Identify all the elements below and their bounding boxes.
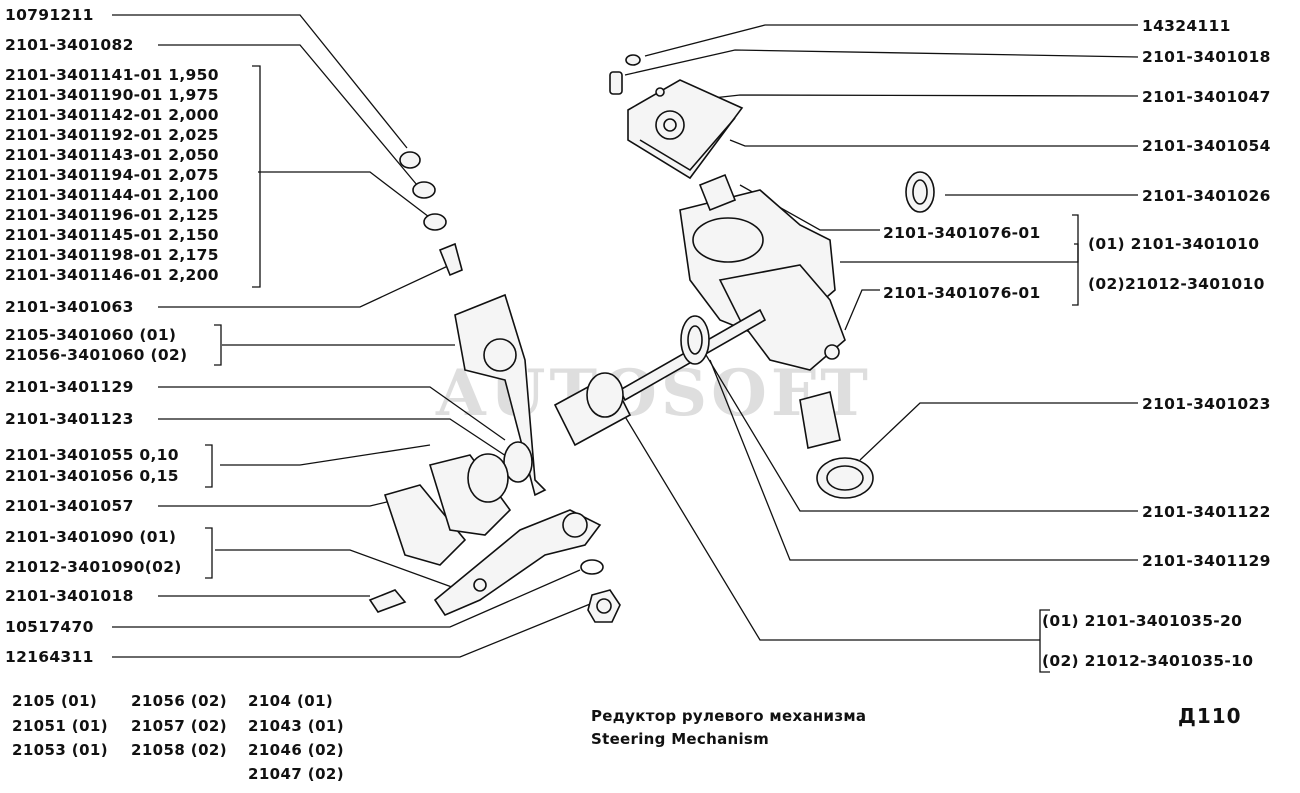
label-2101-3401023: 2101-3401023 — [1142, 395, 1271, 413]
applicability-cell: 21056 (02) — [131, 692, 227, 710]
label-shim-2150: 2101-3401145-01 2,150 — [5, 226, 219, 244]
label-2101-3401076-01-b: 2101-3401076-01 — [883, 284, 1041, 302]
applicability-cell: 21046 (02) — [248, 741, 344, 759]
label-housing-01: (01) 2101-3401010 — [1088, 235, 1260, 253]
label-2101-3401129-right: 2101-3401129 — [1142, 552, 1271, 570]
label-shim-2000: 2101-3401142-01 2,000 — [5, 106, 219, 124]
label-12164311: 12164311 — [5, 648, 94, 666]
title-english: Steering Mechanism — [591, 730, 770, 748]
applicability-cell: 21043 (01) — [248, 717, 344, 735]
label-2101-3401129-left: 2101-3401129 — [5, 378, 134, 396]
label-housing-02: (02)21012-3401010 — [1088, 275, 1265, 293]
label-10517470: 10517470 — [5, 618, 94, 636]
label-10791211: 10791211 — [5, 6, 94, 24]
applicability-cell: 21051 (01) — [12, 717, 108, 735]
applicability-cell: 2104 (01) — [248, 692, 334, 710]
label-shim-2175: 2101-3401198-01 2,175 — [5, 246, 219, 264]
label-2101-3401026: 2101-3401026 — [1142, 187, 1271, 205]
label-14324111: 14324111 — [1142, 17, 1231, 35]
label-2101-3401055: 2101-3401055 0,10 — [5, 446, 179, 464]
label-shim-2075: 2101-3401194-01 2,075 — [5, 166, 219, 184]
label-21012-3401090: 21012-3401090(02) — [5, 558, 182, 576]
label-2101-3401122: 2101-3401122 — [1142, 503, 1271, 521]
label-2105-3401060: 2105-3401060 (01) — [5, 326, 177, 344]
label-2101-3401054: 2101-3401054 — [1142, 137, 1271, 155]
applicability-cell: 21047 (02) — [248, 765, 344, 783]
label-shim-2125: 2101-3401196-01 2,125 — [5, 206, 219, 224]
label-worm-02: (02) 21012-3401035-10 — [1042, 652, 1254, 670]
label-shim-2100: 2101-3401144-01 2,100 — [5, 186, 219, 204]
label-shim-1950: 2101-3401141-01 1,950 — [5, 66, 219, 84]
applicability-cell: 21057 (02) — [131, 717, 227, 735]
label-shim-2025: 2101-3401192-01 2,025 — [5, 126, 219, 144]
label-shim-2050: 2101-3401143-01 2,050 — [5, 146, 219, 164]
label-2101-3401063: 2101-3401063 — [5, 298, 134, 316]
label-shim-2200: 2101-3401146-01 2,200 — [5, 266, 219, 284]
title-russian: Редуктор рулевого механизма — [591, 707, 867, 725]
label-worm-01: (01) 2101-3401035-20 — [1042, 612, 1243, 630]
label-2101-3401076-01-a: 2101-3401076-01 — [883, 224, 1041, 242]
page-number: Д110 — [1178, 704, 1242, 728]
label-21056-3401060: 21056-3401060 (02) — [5, 346, 188, 364]
label-2101-3401082: 2101-3401082 — [5, 36, 134, 54]
label-shim-1975: 2101-3401190-01 1,975 — [5, 86, 219, 104]
label-2101-3401123: 2101-3401123 — [5, 410, 134, 428]
applicability-cell: 21053 (01) — [12, 741, 108, 759]
label-2101-3401056: 2101-3401056 0,15 — [5, 467, 179, 485]
applicability-cell: 21058 (02) — [131, 741, 227, 759]
label-2101-3401090: 2101-3401090 (01) — [5, 528, 177, 546]
applicability-cell: 2105 (01) — [12, 692, 98, 710]
label-2101-3401018-left: 2101-3401018 — [5, 587, 134, 605]
label-2101-3401047: 2101-3401047 — [1142, 88, 1271, 106]
label-2101-3401018-right: 2101-3401018 — [1142, 48, 1271, 66]
label-2101-3401057: 2101-3401057 — [5, 497, 134, 515]
